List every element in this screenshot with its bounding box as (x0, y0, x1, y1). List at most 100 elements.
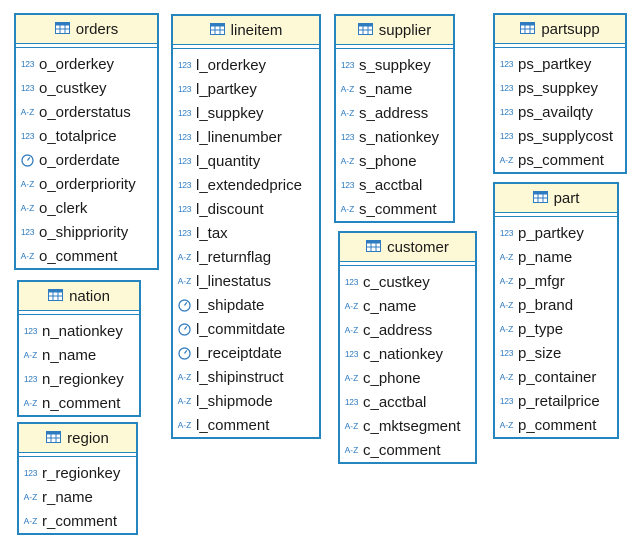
string-type-icon: A-Z (177, 395, 192, 406)
table-divider (16, 44, 157, 48)
numeric-type-icon: 123 (177, 59, 192, 70)
table-header[interactable]: partsupp (495, 15, 625, 44)
string-type-icon: A-Z (23, 349, 38, 360)
column-name: r_comment (42, 512, 118, 530)
column-row[interactable]: o_orderdate (16, 148, 157, 172)
column-row[interactable]: l_commitdate (173, 317, 319, 341)
column-name: l_quantity (196, 152, 261, 170)
column-name: s_address (359, 104, 429, 122)
table-header[interactable]: lineitem (173, 16, 319, 45)
column-name: s_phone (359, 152, 417, 170)
column-name: o_custkey (39, 79, 107, 97)
column-name: l_discount (196, 200, 264, 218)
table-divider (340, 262, 475, 266)
column-name: r_regionkey (42, 464, 121, 482)
string-type-icon: A-Z (23, 397, 38, 408)
table-title: partsupp (541, 20, 600, 38)
table-header[interactable]: region (19, 424, 136, 453)
table-header[interactable]: supplier (336, 16, 453, 45)
numeric-type-icon: 123 (499, 227, 514, 238)
table-header[interactable]: customer (340, 233, 475, 262)
table-divider (19, 311, 139, 315)
clock-icon (176, 322, 193, 336)
string-type-icon: A-Z (23, 491, 38, 502)
column-name: l_shipinstruct (196, 368, 284, 386)
column-row[interactable]: l_shipdate (173, 293, 319, 317)
column-row[interactable]: l_receiptdate (173, 341, 319, 365)
table-header[interactable]: part (495, 184, 617, 213)
table-header[interactable]: orders (16, 15, 157, 44)
column-name: ps_partkey (518, 55, 592, 73)
table-header[interactable]: nation (19, 282, 139, 311)
numeric-type-icon: 123 (499, 82, 514, 93)
column-name: l_partkey (196, 80, 257, 98)
table-divider (173, 45, 319, 49)
